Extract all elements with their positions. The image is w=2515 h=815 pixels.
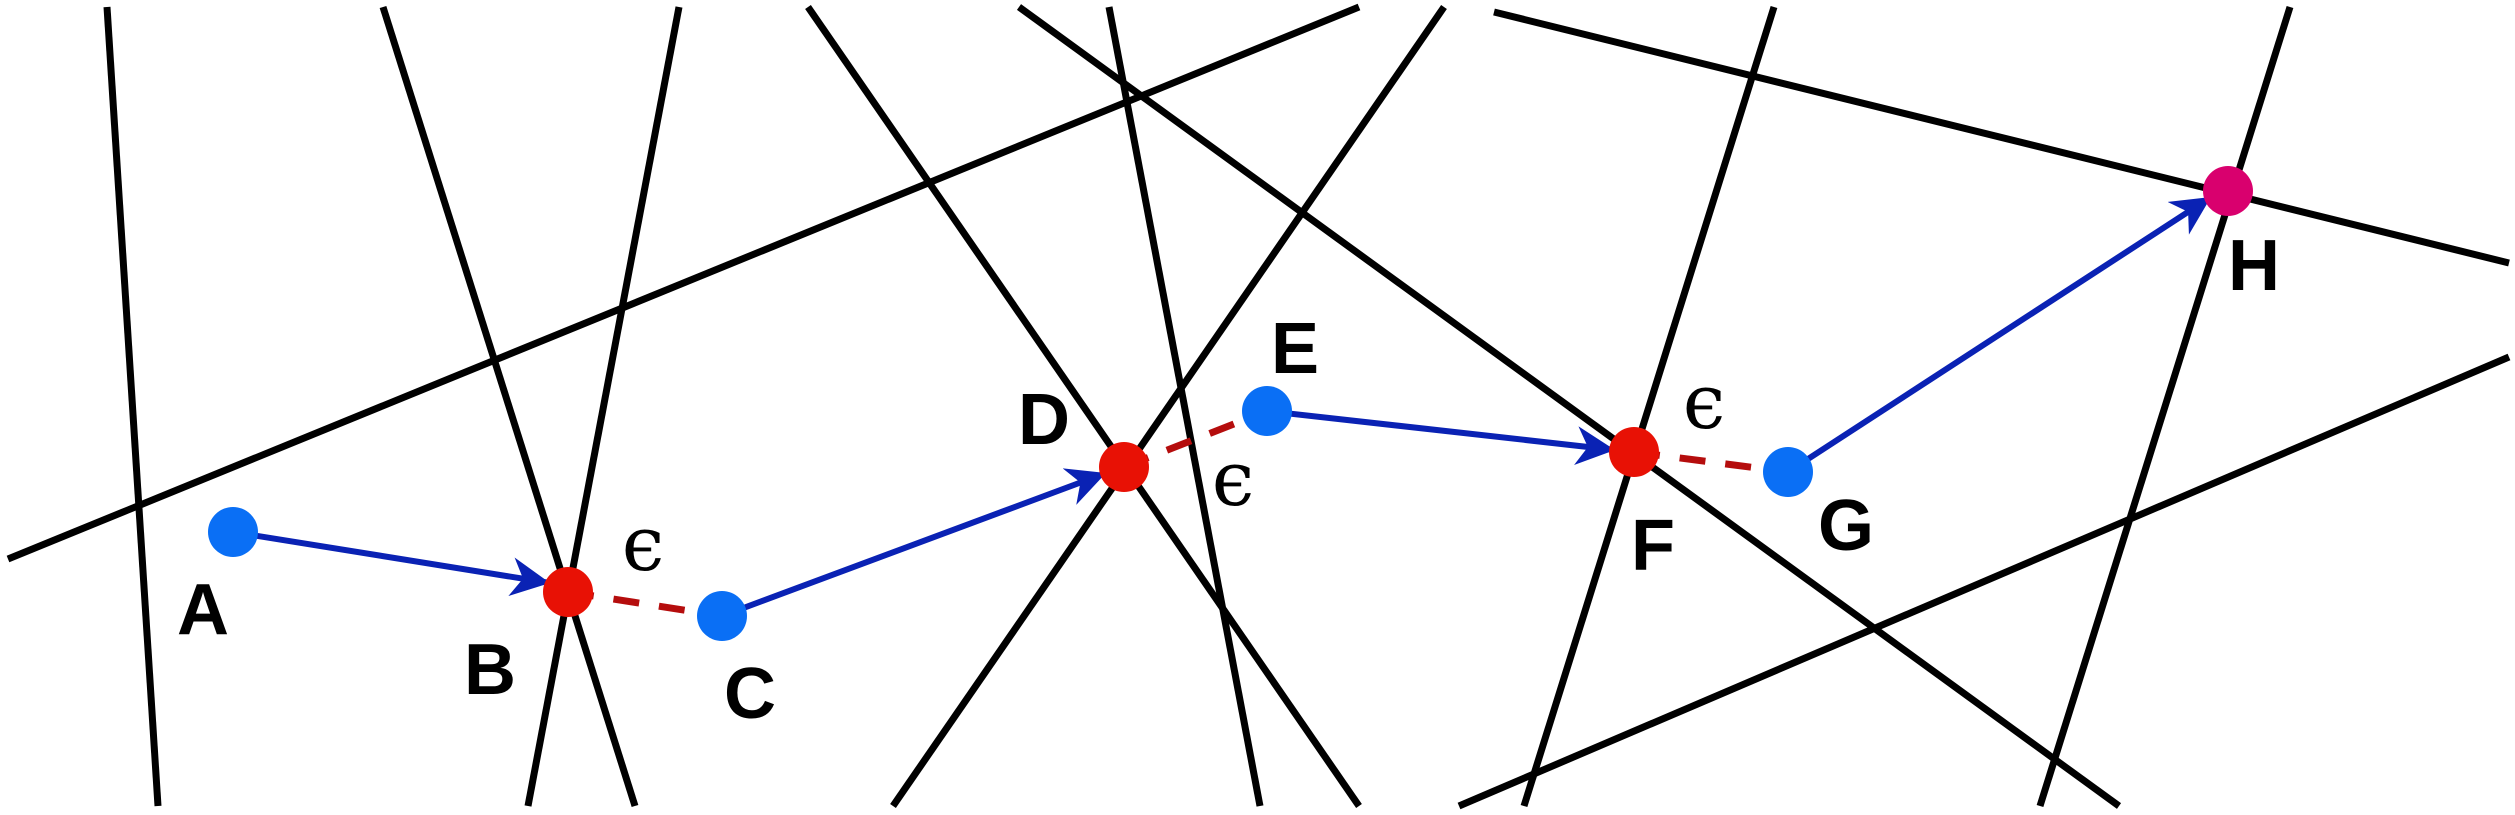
line-3: [524, 6, 683, 807]
dash-f-g: [1633, 448, 1789, 476]
point-labels: A B C D E F G H ϵ ϵ ϵ: [177, 226, 2280, 734]
arrow-c-d: [720, 468, 1108, 619]
point-a: [208, 507, 258, 557]
constraint-lines: [6, 3, 2511, 810]
epsilon-connectors: [567, 407, 1789, 620]
point-e: [1242, 386, 1292, 436]
point-b: [543, 567, 593, 617]
label-d: D: [1018, 380, 1070, 460]
line-8: [6, 3, 1361, 563]
label-f: F: [1631, 506, 1675, 586]
line-5: [1016, 4, 2122, 809]
label-b: B: [464, 630, 516, 710]
point-f: [1609, 427, 1659, 477]
line-7: [890, 5, 1447, 808]
point-h: [2203, 166, 2253, 216]
line-11: [2036, 5, 2294, 808]
line-2: [379, 5, 639, 808]
label-epsilon-2: ϵ: [1212, 434, 1255, 523]
point-c: [697, 591, 747, 641]
line-9: [1493, 8, 2510, 267]
line-1: [103, 6, 162, 807]
dash-d-e: [1122, 407, 1269, 471]
line-4: [805, 5, 1362, 808]
arrow-e-f: [1266, 408, 1616, 466]
label-a: A: [177, 570, 229, 650]
label-g: G: [1818, 486, 1874, 566]
label-h: H: [2228, 226, 2280, 306]
label-e: E: [1271, 309, 1319, 389]
step-arrows: [232, 194, 2213, 619]
points: [208, 166, 2253, 641]
line-12: [1457, 353, 2511, 810]
line-6: [1105, 6, 1264, 807]
point-g: [1763, 447, 1813, 497]
dash-b-c: [567, 588, 723, 620]
arrow-a-b: [232, 529, 551, 597]
label-epsilon-1: ϵ: [622, 499, 665, 588]
line-10: [1520, 5, 1778, 808]
point-d: [1099, 442, 1149, 492]
label-epsilon-3: ϵ: [1683, 357, 1726, 446]
arrow-g-h: [1786, 194, 2213, 475]
label-c: C: [724, 654, 776, 734]
